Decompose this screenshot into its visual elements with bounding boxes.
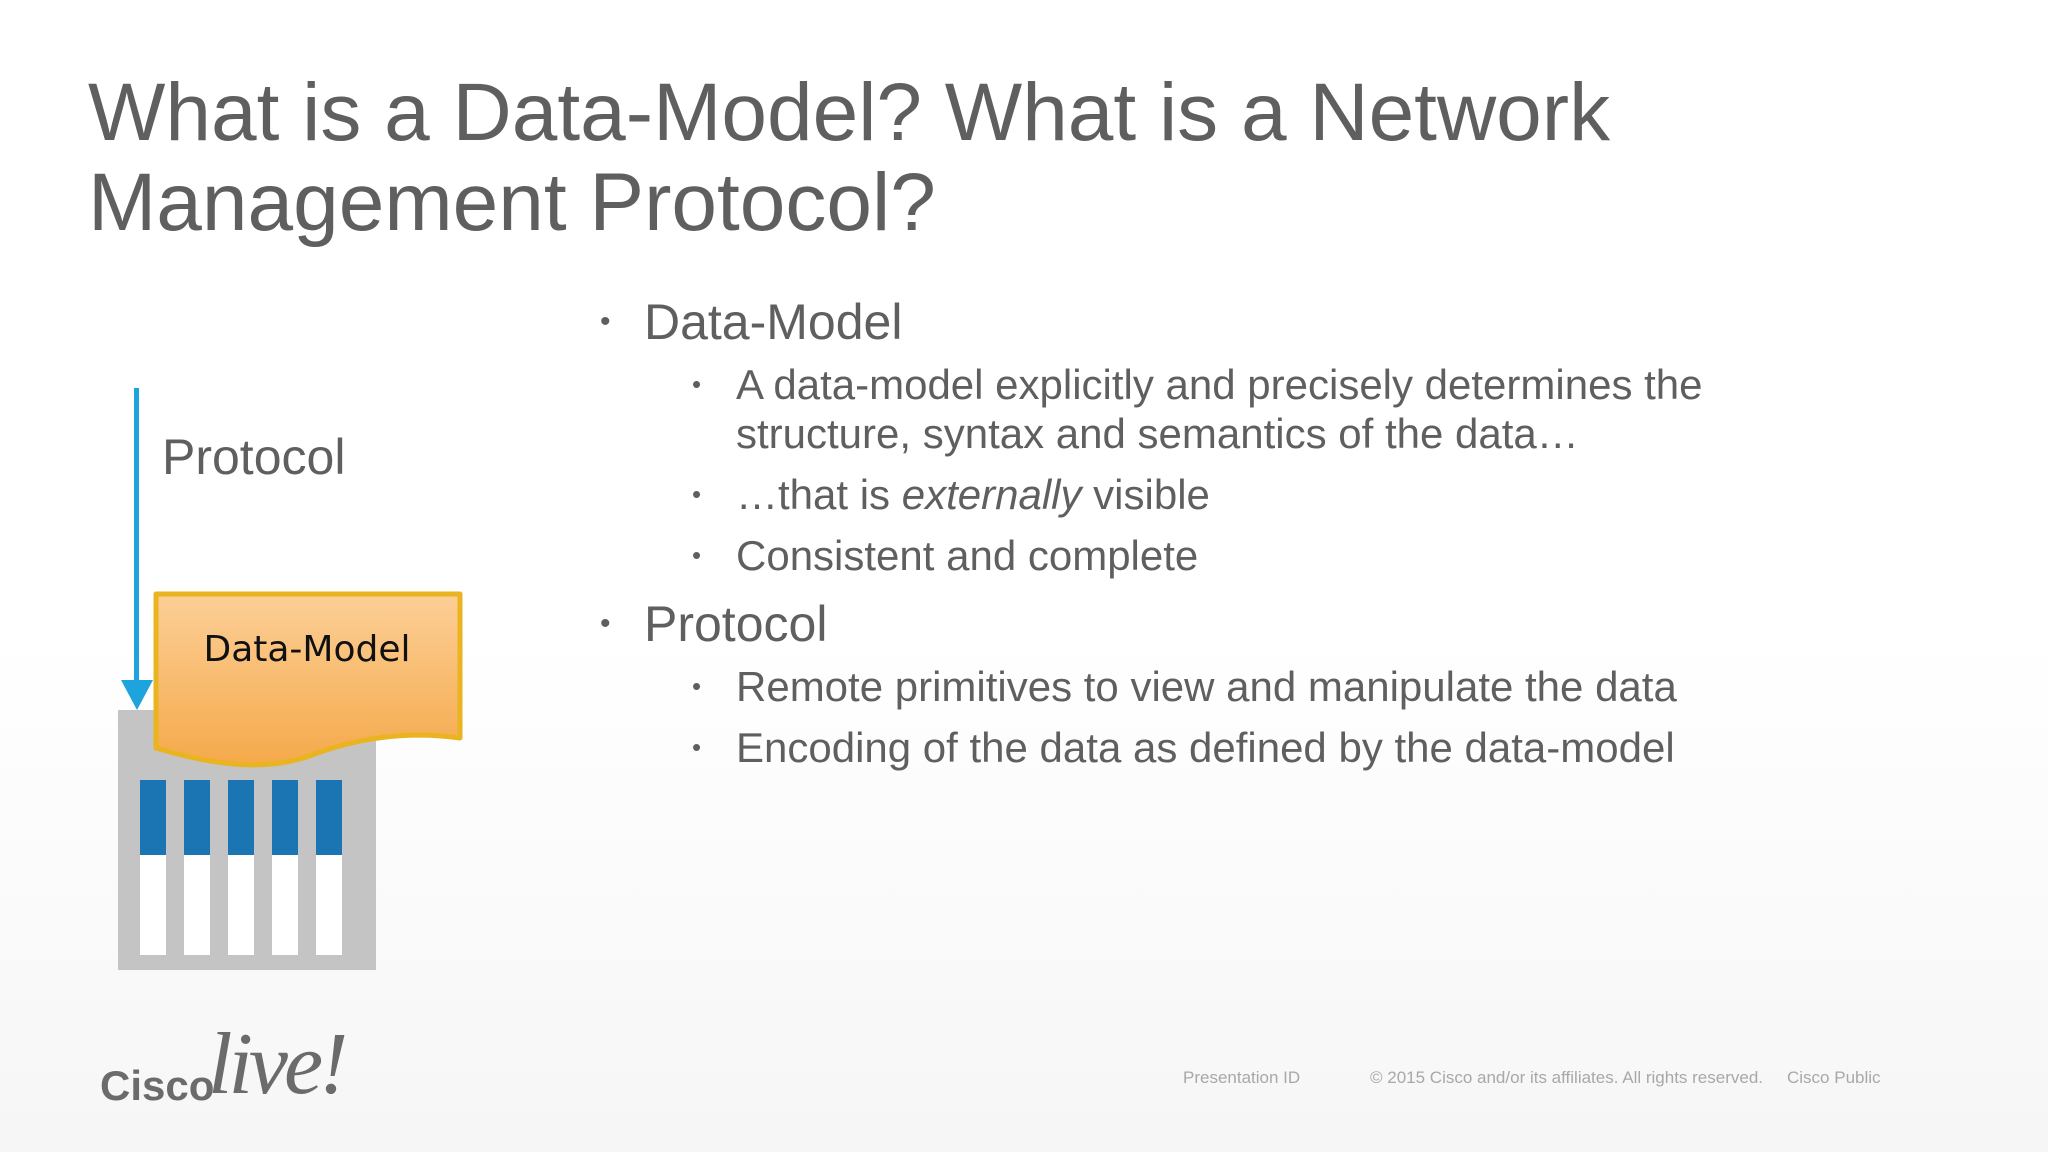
- datamodel-label: Data-Model: [203, 629, 411, 670]
- device-slot: [140, 780, 166, 955]
- presentation-id: Presentation ID: [1183, 1068, 1301, 1087]
- classification-label: Cisco Public: [1787, 1068, 1881, 1087]
- bullet-dot: •: [692, 369, 702, 399]
- sub-bullet-text: …that is: [736, 471, 902, 518]
- device-slot: [316, 780, 342, 955]
- sub-bullet-text: Encoding of the data as defined by the d…: [736, 724, 1675, 771]
- sub-bullet-text: A data-model explicitly and precisely de…: [736, 361, 1703, 408]
- bullet-heading: Data-Model: [644, 294, 903, 350]
- sub-bullet: • A data-model explicitly and precisely …: [644, 360, 1896, 458]
- bullet-protocol: • Protocol • Remote primitives to view a…: [596, 592, 1896, 772]
- slide-title: What is a Data-Model? What is a Network …: [88, 68, 1788, 248]
- protocol-arrow-line: [134, 388, 139, 698]
- sub-bullet-text: visible: [1081, 471, 1210, 518]
- datamodel-document-shape: Data-Model: [152, 590, 463, 768]
- slot-fill: [228, 780, 254, 855]
- sub-bullet: • Encoding of the data as defined by the…: [644, 723, 1896, 772]
- device-slot: [184, 780, 210, 955]
- title-line-2: Management Protocol?: [88, 157, 936, 248]
- logo-live-text: live!: [208, 1016, 348, 1113]
- bullet-dot: •: [692, 732, 702, 762]
- bullet-content: • Data-Model • A data-model explicitly a…: [596, 290, 1896, 784]
- device-slot: [228, 780, 254, 955]
- bullet-dot: •: [600, 607, 611, 640]
- bullet-dot: •: [692, 540, 702, 570]
- protocol-label: Protocol: [162, 429, 346, 485]
- sub-bullet-list: • Remote primitives to view and manipula…: [644, 662, 1896, 772]
- slot-fill: [316, 780, 342, 855]
- document-shape-icon: [153, 591, 463, 768]
- sub-bullet-text: structure, syntax and semantics of the d…: [736, 410, 1579, 457]
- protocol-arrow-head: [121, 680, 153, 710]
- sub-bullet-emphasis: externally: [901, 471, 1082, 518]
- device-slot: [272, 780, 298, 955]
- sub-bullet-text: Remote primitives to view and manipulate…: [736, 663, 1677, 710]
- bullet-dot: •: [692, 671, 702, 701]
- slot-fill: [140, 780, 166, 855]
- slot-fill: [184, 780, 210, 855]
- copyright-notice: © 2015 Cisco and/or its affiliates. All …: [1370, 1068, 1764, 1087]
- sub-bullet-list: • A data-model explicitly and precisely …: [644, 360, 1896, 580]
- sub-bullet: • Remote primitives to view and manipula…: [644, 662, 1896, 711]
- protocol-datamodel-diagram: Protocol Data-Model: [110, 380, 490, 980]
- bullet-dot: •: [692, 479, 702, 509]
- sub-bullet: • Consistent and complete: [644, 531, 1896, 580]
- bullet-datamodel: • Data-Model • A data-model explicitly a…: [596, 290, 1896, 580]
- title-line-1: What is a Data-Model? What is a Network: [88, 67, 1611, 158]
- sub-bullet-text: Consistent and complete: [736, 532, 1199, 579]
- logo-cisco-text: Cisco: [100, 1062, 215, 1109]
- sub-bullet: • …that is externally visible: [644, 470, 1896, 519]
- cisco-live-logo: Cisco live!: [100, 1016, 348, 1120]
- slot-fill: [272, 780, 298, 855]
- bullet-dot: •: [600, 305, 611, 338]
- bullet-list: • Data-Model • A data-model explicitly a…: [596, 290, 1896, 772]
- bullet-heading: Protocol: [644, 596, 828, 652]
